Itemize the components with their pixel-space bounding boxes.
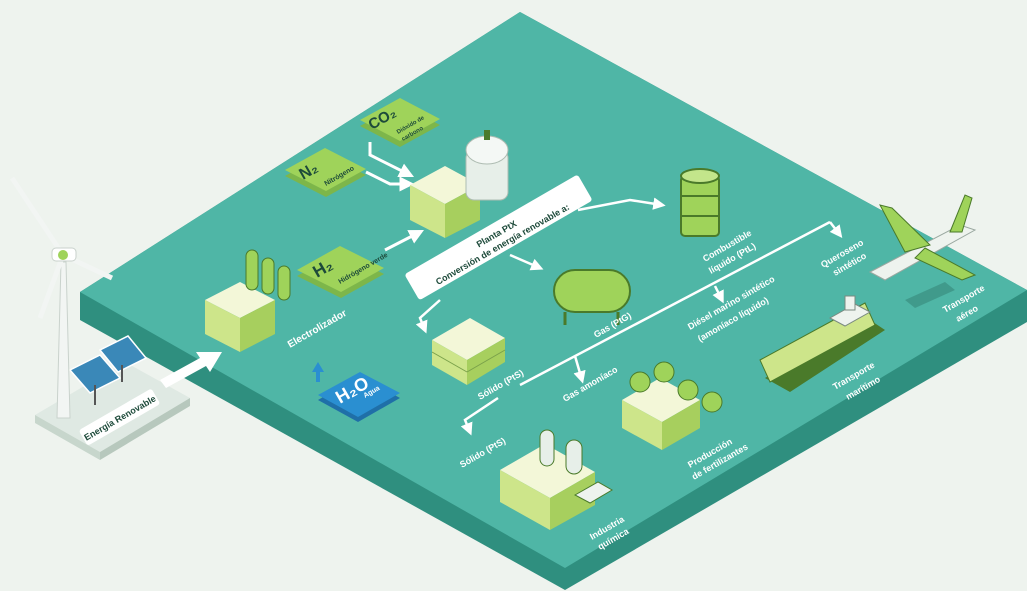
- hydrogen-arrow: [384, 229, 425, 252]
- electrolyzer-icon: [205, 249, 291, 352]
- ptx-plant-icon: [410, 130, 509, 238]
- ship-icon: [759, 295, 885, 392]
- gas-tank-icon: [553, 269, 631, 325]
- nitrogen-arrow: [365, 170, 415, 192]
- solid-blocks-icon: [431, 318, 506, 385]
- barrel-icon: [680, 168, 720, 237]
- flow-lines: [415, 197, 843, 436]
- nitrogen-card: N₂ Nitrógeno: [285, 148, 366, 197]
- wind-turbine-icon: [9, 176, 114, 419]
- fertilizer-plant-icon: [622, 361, 723, 450]
- renewable-energy-base: [35, 362, 190, 460]
- energy-arrow: [160, 352, 222, 388]
- solar-panel-icon: [68, 335, 148, 405]
- airplane-icon: [868, 194, 977, 308]
- water-card: H₂O Agua: [312, 362, 400, 422]
- co2-arrow: [368, 142, 415, 178]
- chemical-plant-icon: [500, 429, 613, 530]
